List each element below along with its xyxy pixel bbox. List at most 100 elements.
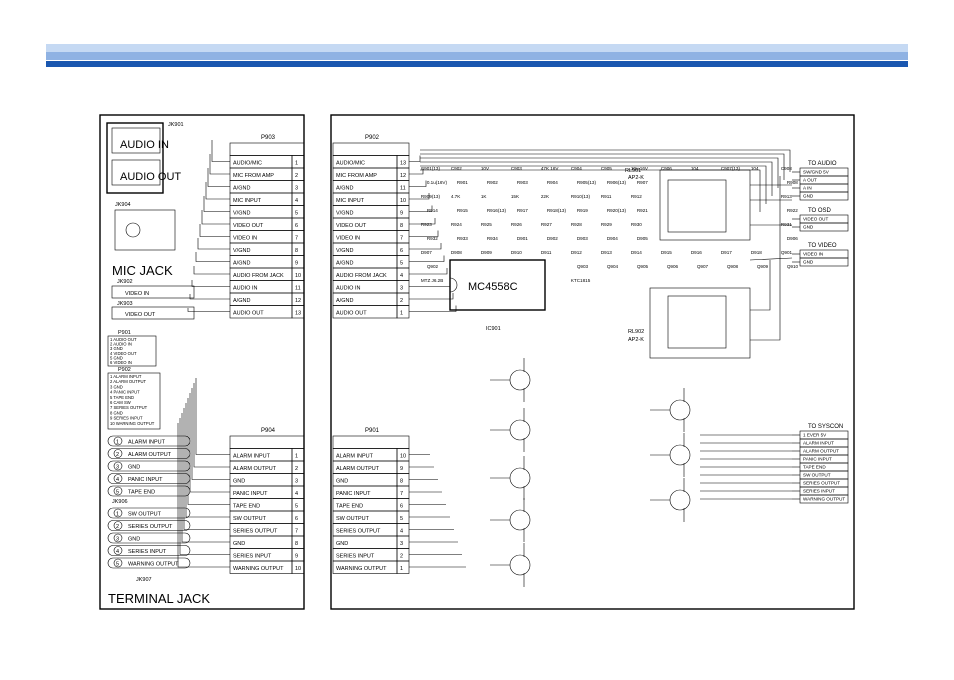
component-label: Q906 [667,264,679,269]
terminal-num: 1 [116,440,119,446]
connector-row-label: WARNING OUTPUT [233,566,284,572]
terminal-jack-label: TERMINAL JACK [108,591,210,606]
connector-row-label: AUDIO/MIC [336,161,365,167]
wire [409,193,430,200]
wire [187,398,230,505]
component-label: R902 [487,180,498,185]
component-label: R919 [577,208,588,213]
connector-row-pin: 10 [295,273,301,279]
connector-row-label: ALARM INPUT [233,454,271,460]
connector-row-label: SW OUTPUT [336,516,370,522]
component-label: D903 [577,236,588,241]
relay-block-1: RL901 AP2-K [625,168,751,241]
connector-row-label: ALARM OUTPUT [233,466,277,472]
wire [189,393,230,493]
component-label: R917 [517,208,528,213]
component-label: Q904 [607,264,619,269]
component-label: R930 [631,222,642,227]
component-label: D906 [787,236,798,241]
component-label: 0.1u(16V) [427,180,448,185]
component-label: D916 [691,250,702,255]
component-label: D912 [571,250,582,255]
connector-row-pin: 9 [400,466,403,472]
connector-row-label: V/GND [336,211,353,217]
small-conn-1-ref: P901 [118,330,131,336]
ic-ref: IC901 [486,326,501,332]
wire [409,293,454,300]
terminal-num: 1 [116,512,119,518]
connector-row-label: GND [233,479,245,485]
transistor-symbol [509,419,531,441]
output-pin-label: TAPE END [803,465,826,470]
connector-row-pin: 1 [295,454,298,460]
wire [420,153,785,180]
video-out-label: VIDEO OUT [125,312,156,318]
component-label: R904 [547,180,558,185]
component-label: 104 [691,166,699,171]
connector-row-label: AUDIO OUT [233,311,264,317]
transistor-symbol [669,489,691,511]
header-bar-dark [46,61,908,67]
component-label: 1K [481,194,488,199]
small-conn-pin: 2 AUDIO IN [110,342,132,347]
p901-ref: P901 [365,428,380,434]
component-label: Q908 [727,264,739,269]
wire [420,157,779,188]
component-label: C906 [661,166,672,171]
output-pin-label: ALARM OUTPUT [803,449,839,454]
connector-row-pin: 5 [295,504,298,510]
connector-row-pin: 11 [295,286,301,292]
connector-row-pin: 3 [400,541,403,547]
component-label: D908 [451,250,462,255]
output-pin-label: GND [803,225,814,230]
ic-name: MC4558C [468,281,518,293]
component-label: D907 [421,250,432,255]
component-label: D918 [751,250,762,255]
component-label: C905 [601,166,612,171]
connector-row-label: MIC INPUT [233,198,262,204]
connector-row-pin: 6 [295,516,298,522]
connector-row-label: VIDEO IN [233,236,257,242]
wires [177,140,793,587]
terminal-label: TAPE END [128,490,155,496]
connector-row-pin: 5 [400,516,403,522]
wire [185,403,230,518]
terminal-group-2-ref: JK906 [112,499,128,505]
output-pin-label: SW OUTPUT [803,473,831,478]
connector-row-label: V/GND [336,248,353,254]
connector-row: SW OUTPUT 5 [332,510,410,524]
connector-row-label: MIC INPUT [336,198,365,204]
connector-row-label: VIDEO IN [336,236,360,242]
wire [409,180,427,187]
component-label: R910(13) [571,194,591,199]
jk902-ref: JK902 [117,279,133,285]
component-label: R922 [787,208,798,213]
component-label: R933 [457,236,468,241]
connector-row-pin: 11 [400,186,406,192]
wire [420,169,761,212]
connector-row-label: TAPE END [233,504,260,510]
connector-row-pin: 2 [295,466,298,472]
connector-row-label: TAPE END [336,504,363,510]
p904-ref: P904 [261,428,276,434]
wire [205,182,230,200]
wire [409,255,445,262]
component-label: R921 [637,208,648,213]
wire [199,224,230,237]
